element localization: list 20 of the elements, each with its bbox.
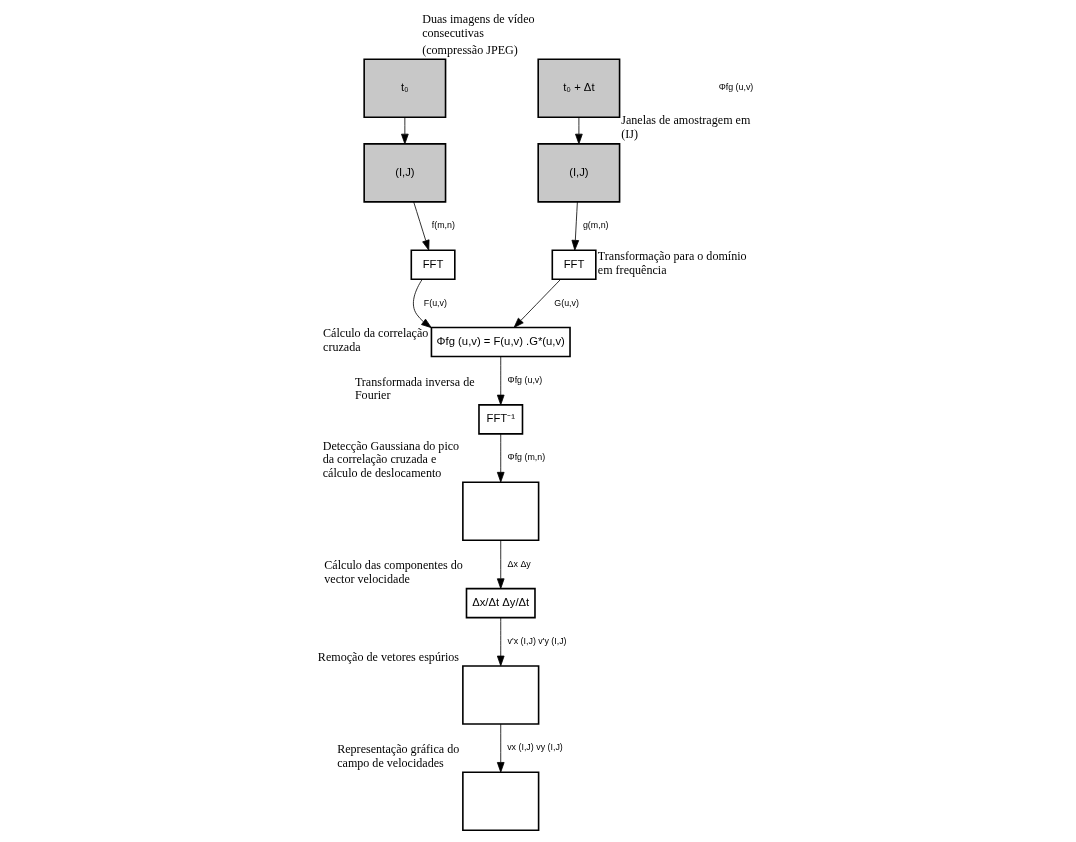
edge-label: Δx Δy xyxy=(507,558,531,569)
node-label: Duas imagens de vídeo consecutivas xyxy=(422,12,535,41)
edge-label: F(u,v) xyxy=(423,297,447,308)
edge-label: Φfg (m,n) xyxy=(507,452,546,463)
node-label: Cálculo da correlação cruzada xyxy=(323,326,429,354)
node-label: Transformação para o domínio em frequência xyxy=(597,248,747,277)
label: Φfg (u,v) xyxy=(718,82,754,93)
node-label: Representação gráfica do campo de velocidades xyxy=(337,741,460,770)
edge-label: v'x (I,J) v'y (I,J) xyxy=(507,636,567,647)
node-label: Transformada inversa de Fourier xyxy=(354,374,475,403)
node-label: Detecção Gaussiana do pico da correlação cruzada e cálculo de deslocamento xyxy=(322,438,460,480)
edge-label: g(m,n) xyxy=(582,220,609,231)
edge-label: G(u,v) xyxy=(554,297,579,308)
edge-label: vx (I,J) vy (I,J) xyxy=(507,742,563,753)
node-label: Janelas de amostragem em (IJ) xyxy=(621,113,751,142)
node-label: (compressão JPEG) xyxy=(422,42,518,57)
edge-label: f(m,n) xyxy=(431,220,455,231)
node-label: Cálculo das componentes do vector velocidade xyxy=(324,558,463,586)
node-label: Remoção de vetores espúrios xyxy=(317,649,460,664)
edge-label: Φfg (u,v) xyxy=(507,374,543,385)
